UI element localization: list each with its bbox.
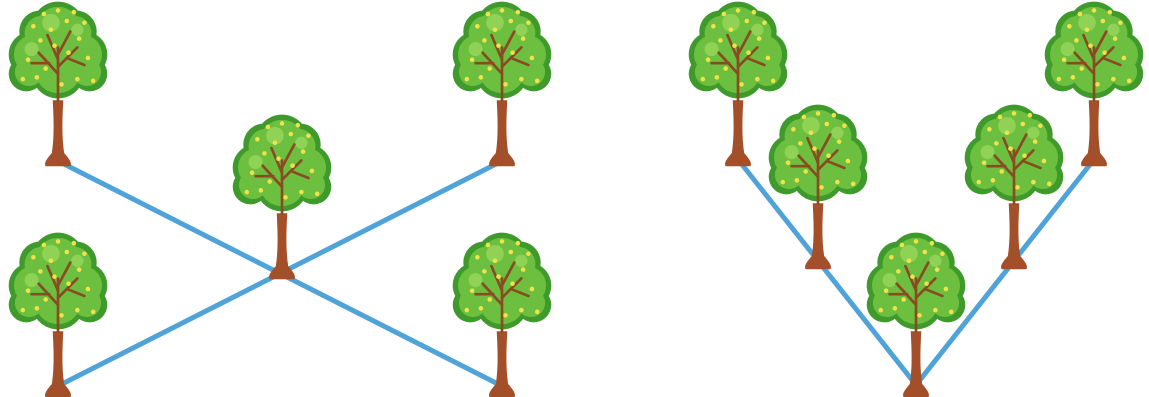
connecting-line — [913, 159, 1095, 388]
tree-icon — [767, 103, 869, 271]
tree-icon — [1043, 0, 1145, 168]
tree-icon — [687, 0, 789, 168]
tree-icon — [963, 103, 1065, 271]
connecting-line — [737, 159, 919, 388]
x-arrangement-group — [7, 0, 553, 397]
tree-icon — [7, 231, 109, 397]
tree-icon — [7, 0, 109, 168]
tree-icon — [865, 231, 967, 397]
v-arrangement-group — [687, 0, 1145, 397]
tree-icon — [451, 231, 553, 397]
tree-icon — [451, 0, 553, 168]
